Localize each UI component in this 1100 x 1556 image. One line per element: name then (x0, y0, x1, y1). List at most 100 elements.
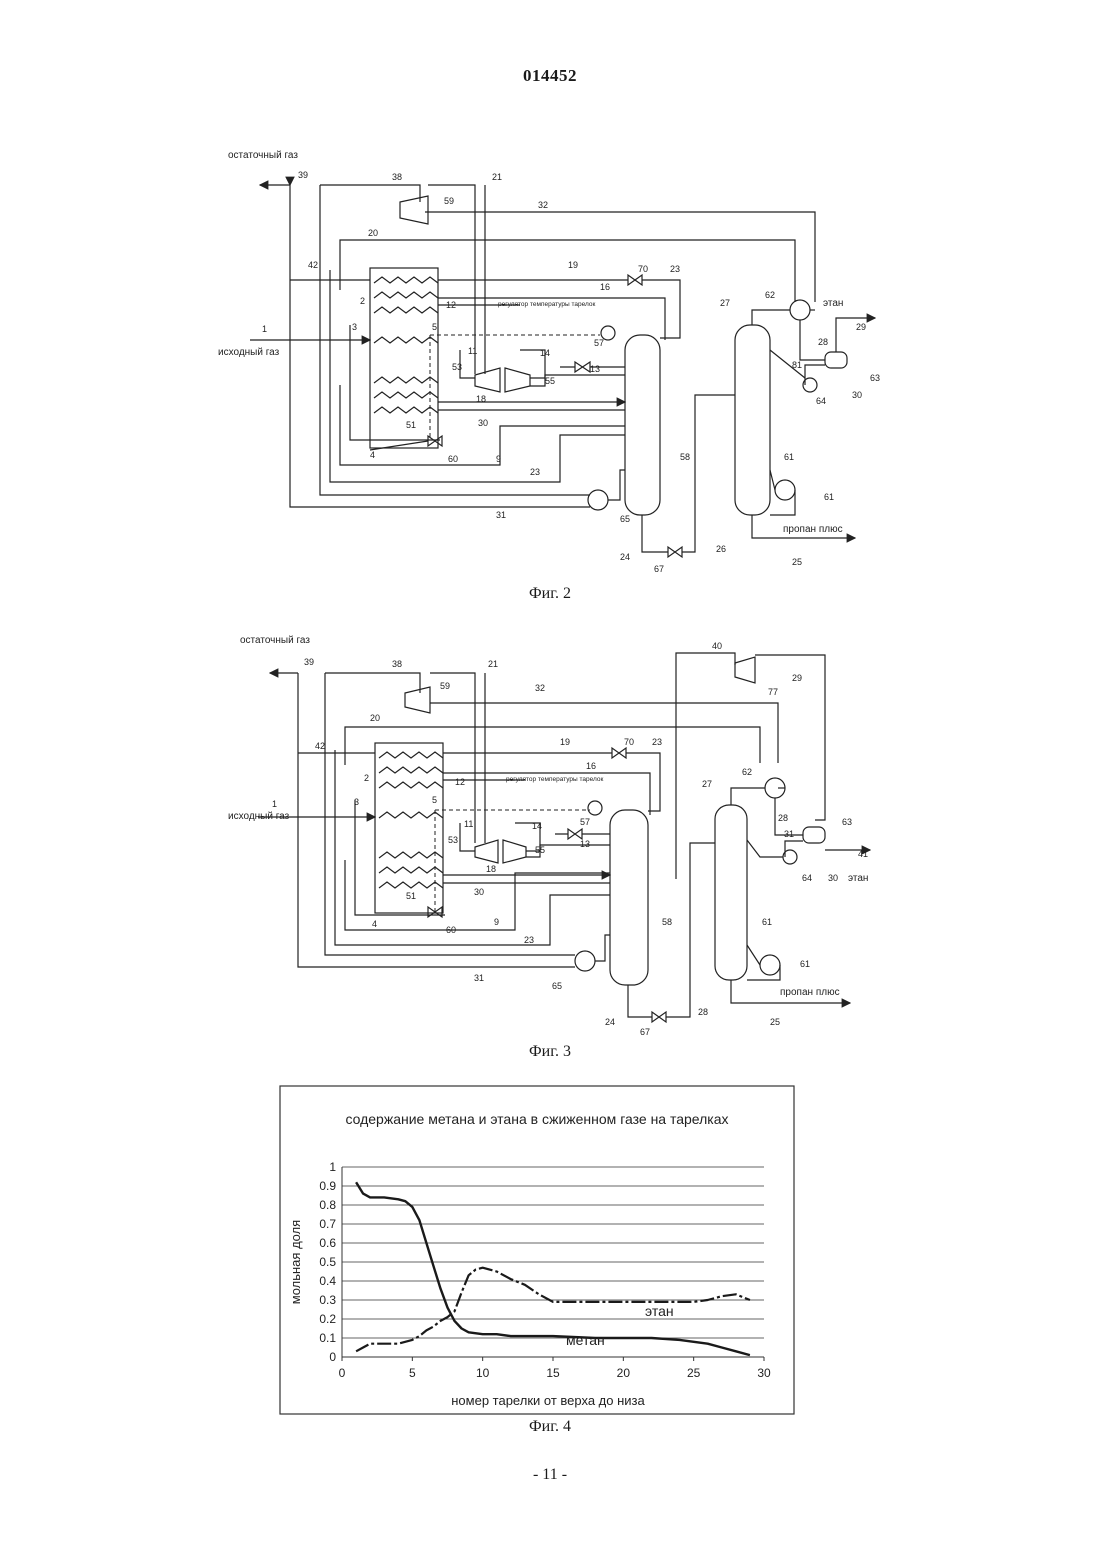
valve-70 (628, 275, 642, 285)
svg-text:19: 19 (560, 737, 570, 747)
svg-text:42: 42 (315, 741, 325, 751)
valve-67 (668, 547, 682, 557)
svg-text:29: 29 (792, 673, 802, 683)
x-axis-label: номер тарелки от верха до низа (451, 1393, 645, 1408)
svg-text:30: 30 (852, 390, 862, 400)
column-58-3 (610, 810, 648, 985)
condenser-62 (790, 300, 810, 320)
svg-text:3: 3 (352, 322, 357, 332)
svg-text:4: 4 (370, 450, 375, 460)
svg-text:63: 63 (842, 817, 852, 827)
temperature-controller-3 (588, 801, 602, 815)
svg-text:64: 64 (816, 396, 826, 406)
svg-text:61: 61 (762, 917, 772, 927)
svg-text:23: 23 (670, 264, 680, 274)
y-tick-label: 0.3 (319, 1293, 336, 1307)
svg-text:51: 51 (406, 420, 416, 430)
svg-text:55: 55 (535, 845, 545, 855)
svg-text:32: 32 (535, 683, 545, 693)
svg-text:42: 42 (308, 260, 318, 270)
compressor-55 (505, 368, 530, 392)
x-tick-label: 10 (476, 1366, 490, 1380)
series-label-ethane: этан (645, 1303, 674, 1319)
svg-text:61: 61 (800, 959, 810, 969)
svg-text:21: 21 (488, 659, 498, 669)
page-number: - 11 - (0, 1466, 1100, 1484)
svg-text:62: 62 (765, 290, 775, 300)
x-tick-label: 25 (687, 1366, 701, 1380)
svg-text:81: 81 (792, 360, 802, 370)
y-tick-label: 0.6 (319, 1236, 336, 1250)
svg-text:1: 1 (262, 324, 267, 334)
svg-text:25: 25 (770, 1017, 780, 1027)
y-tick-label: 0.7 (319, 1217, 336, 1231)
svg-text:39: 39 (298, 170, 308, 180)
svg-text:32: 32 (538, 200, 548, 210)
y-tick-label: 0.1 (319, 1331, 336, 1345)
figure-2-diagram: остаточный газ исходный газ этан пропан … (0, 140, 1100, 580)
svg-text:30: 30 (828, 873, 838, 883)
column-61 (735, 325, 770, 515)
svg-text:57: 57 (594, 338, 604, 348)
y-tick-label: 0 (329, 1350, 336, 1364)
valve-57-3 (568, 829, 582, 839)
svg-text:25: 25 (792, 557, 802, 567)
svg-text:21: 21 (492, 172, 502, 182)
column-58 (625, 335, 660, 515)
y-tick-label: 1 (329, 1160, 336, 1174)
svg-text:9: 9 (494, 917, 499, 927)
residue-gas-label-3: остаточный газ (240, 635, 310, 646)
svg-text:23: 23 (524, 935, 534, 945)
propane-plus-label: пропан плюс (783, 524, 843, 535)
figure-3-caption: Фиг. 3 (0, 1043, 1100, 1061)
valve-60 (428, 436, 442, 446)
chart-frame (280, 1086, 794, 1414)
ethane-label-3: этан (848, 873, 868, 884)
svg-text:31: 31 (496, 510, 506, 520)
svg-text:23: 23 (530, 467, 540, 477)
svg-text:77: 77 (768, 687, 778, 697)
svg-text:30: 30 (474, 887, 484, 897)
x-tick-label: 0 (339, 1366, 346, 1380)
svg-text:2: 2 (360, 296, 365, 306)
svg-text:39: 39 (304, 657, 314, 667)
svg-text:27: 27 (702, 779, 712, 789)
y-tick-label: 0.9 (319, 1179, 336, 1193)
svg-text:3: 3 (354, 797, 359, 807)
figure-4-chart: содержание метана и этана в сжиженном га… (0, 1080, 1100, 1420)
svg-text:53: 53 (452, 362, 462, 372)
expander-53 (475, 368, 500, 392)
svg-text:65: 65 (620, 514, 630, 524)
svg-text:62: 62 (742, 767, 752, 777)
reboiler-65 (588, 490, 608, 510)
reboiler-65-3 (575, 951, 595, 971)
svg-text:16: 16 (600, 282, 610, 292)
svg-text:28: 28 (778, 813, 788, 823)
residue-gas-label: остаточный газ (228, 150, 298, 161)
expander-53-3 (475, 840, 498, 863)
figure-2-caption: Фиг. 2 (0, 585, 1100, 603)
svg-text:61: 61 (784, 452, 794, 462)
svg-text:9: 9 (496, 454, 501, 464)
svg-text:41: 41 (858, 849, 868, 859)
svg-text:14: 14 (532, 821, 542, 831)
main-heat-exchanger (370, 268, 438, 448)
svg-text:12: 12 (446, 300, 456, 310)
series-label-methane: метан (566, 1332, 605, 1348)
svg-text:51: 51 (406, 891, 416, 901)
svg-text:11: 11 (464, 819, 473, 829)
valve-67-3 (652, 1012, 666, 1022)
svg-text:67: 67 (640, 1027, 650, 1037)
compressor-59 (400, 196, 428, 224)
svg-text:60: 60 (448, 454, 458, 464)
svg-text:70: 70 (638, 264, 648, 274)
svg-text:18: 18 (486, 864, 496, 874)
svg-text:2: 2 (364, 773, 369, 783)
x-tick-label: 30 (757, 1366, 771, 1380)
svg-text:1: 1 (272, 799, 277, 809)
svg-text:59: 59 (444, 196, 454, 206)
compressor-59-3 (405, 687, 430, 713)
svg-text:58: 58 (662, 917, 672, 927)
figure-4-caption: Фиг. 4 (0, 1418, 1100, 1436)
svg-text:5: 5 (432, 322, 437, 332)
